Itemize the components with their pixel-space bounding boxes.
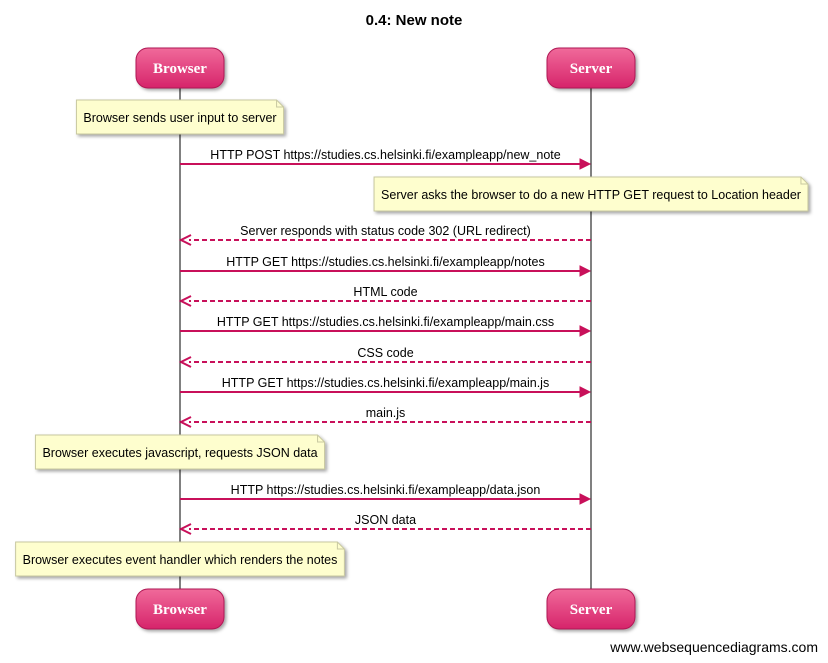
message: HTTP GET https://studies.cs.helsinki.fi/… [180,315,592,337]
note-text: Server asks the browser to do a new HTTP… [381,188,801,202]
message-label: HTML code [353,285,417,299]
message-label: HTTP POST https://studies.cs.helsinki.fi… [210,148,560,162]
note: Browser executes event handler which ren… [15,541,345,577]
message-label: CSS code [357,346,413,360]
note-fold [800,177,808,185]
message: HTTP GET https://studies.cs.helsinki.fi/… [180,376,592,398]
message-label: HTTP GET https://studies.cs.helsinki.fi/… [217,315,554,329]
message-label: Server responds with status code 302 (UR… [240,224,531,238]
message-label: HTTP https://studies.cs.helsinki.fi/exam… [231,483,541,497]
lifelines [179,88,592,589]
actor-box [135,47,225,89]
arrow-head [178,523,192,535]
arrow-head [178,416,192,428]
note-box [373,176,809,212]
note-text: Browser sends user input to server [83,111,276,125]
actor-browser-bottom: Browser [135,588,225,630]
arrow-head [579,386,592,398]
message-label: main.js [366,406,406,420]
arrow-head [178,234,192,246]
actor-server-top: Server [546,47,636,89]
actor-browser-top: Browser [135,47,225,89]
actor-label: Server [570,61,613,77]
message: HTTP GET https://studies.cs.helsinki.fi/… [180,255,592,277]
actor-box [546,588,636,630]
arrow-head [579,265,592,277]
diagram-title: 0.4: New note [366,12,463,29]
arrow-head [579,325,592,337]
actor-label: Browser [153,602,207,618]
message: Server responds with status code 302 (UR… [178,224,591,246]
note: Browser executes javascript, requests JS… [34,434,326,470]
message-label: JSON data [355,513,416,527]
message: HTTP https://studies.cs.helsinki.fi/exam… [180,483,592,505]
message: JSON data [178,513,591,535]
arrow-head [178,356,192,368]
message: HTML code [178,285,591,307]
arrow-head [579,158,592,170]
note-text: Browser executes event handler which ren… [23,553,338,567]
message-label: HTTP GET https://studies.cs.helsinki.fi/… [226,255,544,269]
message: CSS code [178,346,591,368]
actor-server-bottom: Server [546,588,636,630]
actor-label: Server [570,602,613,618]
message-label: HTTP GET https://studies.cs.helsinki.fi/… [222,376,549,390]
note-fold [276,100,284,108]
message: HTTP POST https://studies.cs.helsinki.fi… [180,148,592,170]
note-fold [336,542,345,550]
message: main.js [178,406,591,428]
footer-watermark: www.websequencediagrams.com [609,639,818,655]
note-fold [317,435,325,443]
note-text: Browser executes javascript, requests JS… [42,446,317,460]
note-box [15,541,345,577]
actor-box [135,588,225,630]
note: Server asks the browser to do a new HTTP… [373,176,809,212]
note-box [75,99,285,135]
note: Browser sends user input to server [75,99,285,135]
actor-box [546,47,636,89]
arrow-head [579,493,592,505]
arrow-head [178,295,192,307]
actor-label: Browser [153,61,207,77]
note-box [34,434,326,470]
